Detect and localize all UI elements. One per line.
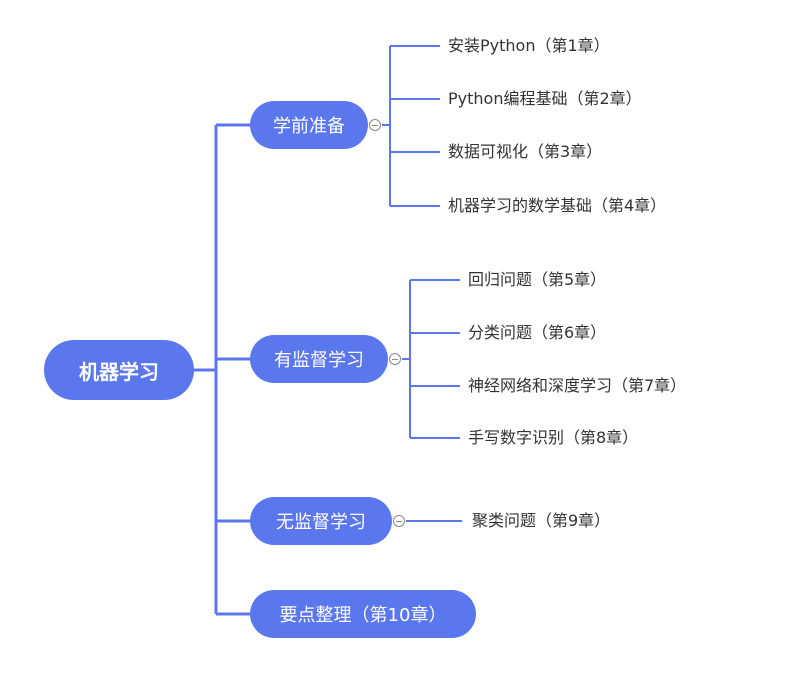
leaf-node[interactable]: 数据可视化（第3章） (448, 142, 603, 161)
leaf-node[interactable]: 分类问题（第6章） (468, 323, 607, 342)
collapse-toggle-icon[interactable] (393, 515, 405, 527)
leaf-node[interactable]: 聚类问题（第9章） (472, 511, 611, 530)
branch-node-supervised[interactable]: 有监督学习 (250, 335, 388, 383)
leaf-node[interactable]: 安装Python（第1章） (448, 36, 610, 55)
leaf-node[interactable]: Python编程基础（第2章） (448, 89, 642, 108)
branch-node-unsupervised[interactable]: 无监督学习 (250, 497, 392, 545)
collapse-toggle-icon[interactable] (369, 119, 381, 131)
branch-node-preparation[interactable]: 学前准备 (250, 101, 368, 149)
root-node[interactable]: 机器学习 (44, 340, 194, 400)
branch-node-summary[interactable]: 要点整理（第10章） (250, 590, 476, 638)
leaf-node[interactable]: 神经网络和深度学习（第7章） (468, 376, 687, 395)
leaf-node[interactable]: 手写数字识别（第8章） (468, 428, 639, 447)
leaf-node[interactable]: 回归问题（第5章） (468, 270, 607, 289)
collapse-toggle-icon[interactable] (389, 353, 401, 365)
leaf-node[interactable]: 机器学习的数学基础（第4章） (448, 196, 667, 215)
